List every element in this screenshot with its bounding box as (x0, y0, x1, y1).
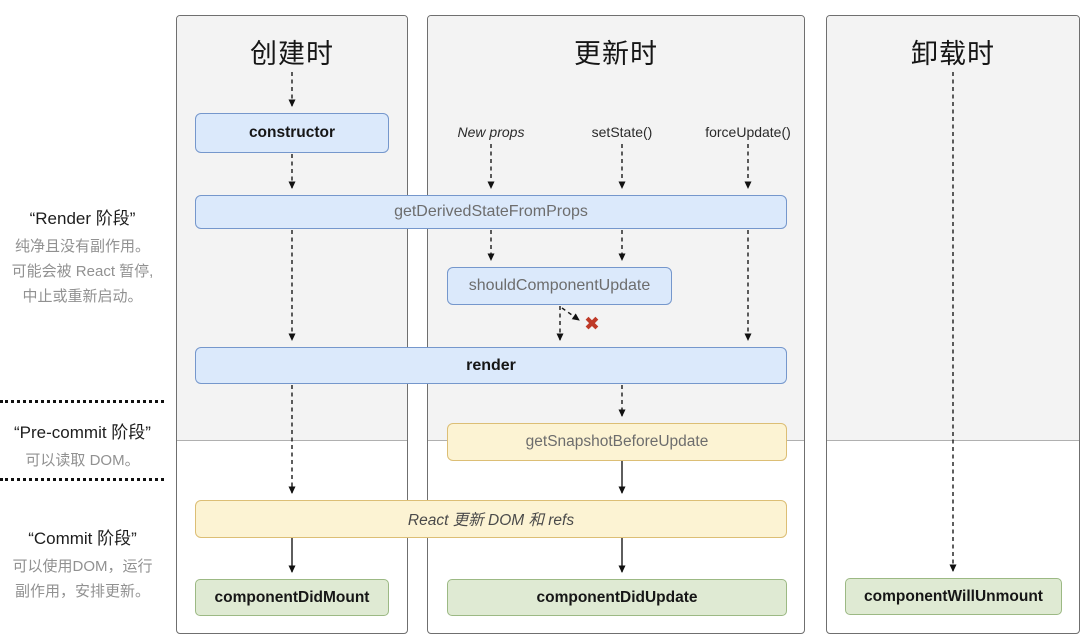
box-component-did-mount[interactable]: componentDidMount (195, 579, 389, 616)
box-get-snapshot-before-update[interactable]: getSnapshotBeforeUpdate (447, 423, 787, 461)
phase-render-line: 中止或重新启动。 (22, 288, 143, 305)
phase-divider-top (0, 400, 164, 403)
box-constructor[interactable]: constructor (195, 113, 389, 153)
phase-commit-label: “Commit 阶段” 可以使用DOM，运行 副作用，安排更新。 (0, 524, 165, 604)
box-react-updates-dom: React 更新 DOM 和 refs (195, 500, 787, 538)
render-phase-zone (827, 16, 1079, 441)
event-force-update: forceUpdate() (705, 124, 791, 140)
phase-commit-line: 副作用，安排更新。 (14, 583, 150, 600)
box-render[interactable]: render (195, 347, 787, 384)
phase-precommit-line: 可以读取 DOM。 (25, 452, 140, 469)
phase-commit-line: 可以使用DOM，运行 (12, 558, 153, 575)
event-set-state: setState() (591, 124, 653, 140)
phase-commit-title: “Commit 阶段” (28, 529, 137, 548)
scu-false-x-icon: ✖ (584, 314, 600, 335)
phase-precommit-label: “Pre-commit 阶段” 可以读取 DOM。 (0, 418, 165, 473)
phase-render-label: “Render 阶段” 纯净且没有副作用。 可能会被 React 暂停, 中止或… (0, 204, 165, 309)
column-unmounting-title: 卸载时 (911, 39, 995, 69)
box-should-component-update[interactable]: shouldComponentUpdate (447, 267, 672, 305)
phase-divider-bottom (0, 478, 164, 481)
box-component-will-unmount[interactable]: componentWillUnmount (845, 578, 1062, 615)
phase-precommit-title: “Pre-commit 阶段” (14, 423, 151, 442)
phase-render-line: 可能会被 React 暂停, (11, 263, 154, 280)
phase-render-title: “Render 阶段” (29, 209, 136, 228)
column-updating-title: 更新时 (574, 39, 658, 69)
column-mounting-title: 创建时 (250, 39, 334, 69)
phase-render-line: 纯净且没有副作用。 (14, 238, 150, 255)
box-get-derived-state-from-props[interactable]: getDerivedStateFromProps (195, 195, 787, 229)
event-new-props: New props (457, 124, 525, 140)
box-component-did-update[interactable]: componentDidUpdate (447, 579, 787, 616)
